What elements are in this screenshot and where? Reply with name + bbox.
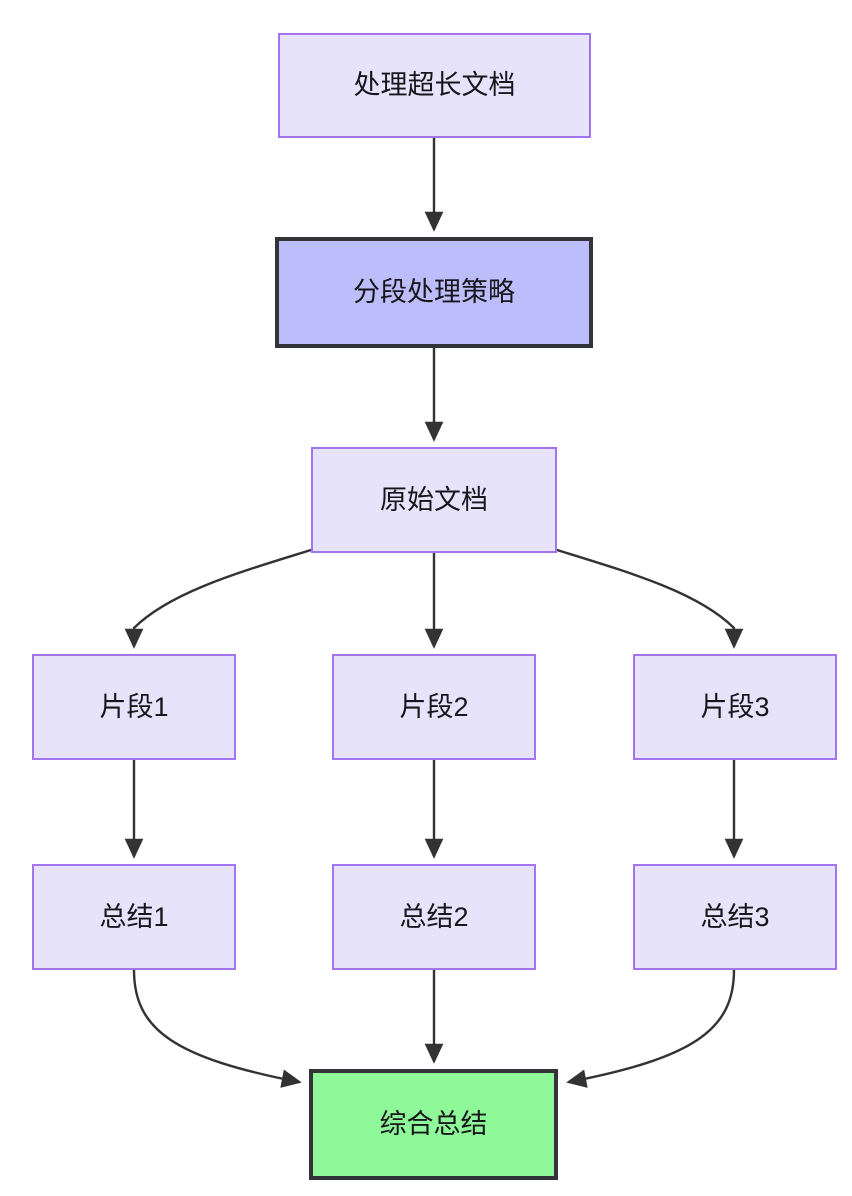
edge-source_doc-to-chunk1 (124, 548, 313, 649)
edge-source_doc-to-chunk3 (555, 548, 744, 649)
node-doc-long[interactable]: 处理超长文档 (278, 33, 591, 138)
node-label: 分段处理策略 (353, 277, 515, 308)
node-summary-1[interactable]: 总结1 (32, 864, 236, 970)
node-label: 片段3 (700, 691, 770, 722)
node-strategy[interactable]: 分段处理策略 (275, 237, 593, 348)
node-label: 片段2 (399, 691, 469, 722)
node-label: 片段1 (99, 691, 169, 722)
node-chunk-1[interactable]: 片段1 (32, 654, 236, 760)
node-final-summary[interactable]: 综合总结 (309, 1069, 558, 1180)
node-source-doc[interactable]: 原始文档 (311, 447, 557, 553)
node-label: 总结1 (99, 901, 169, 932)
node-summary-3[interactable]: 总结3 (633, 864, 837, 970)
node-label: 原始文档 (380, 484, 488, 515)
edge-summary3-to-final_summary (566, 968, 736, 1088)
node-chunk-3[interactable]: 片段3 (633, 654, 837, 760)
node-label: 总结2 (399, 901, 469, 932)
node-chunk-2[interactable]: 片段2 (332, 654, 536, 760)
node-label: 总结3 (700, 901, 770, 932)
edge-summary1-to-final_summary (132, 968, 302, 1088)
node-summary-2[interactable]: 总结2 (332, 864, 536, 970)
node-label: 处理超长文档 (353, 70, 516, 101)
node-label: 综合总结 (379, 1109, 488, 1140)
